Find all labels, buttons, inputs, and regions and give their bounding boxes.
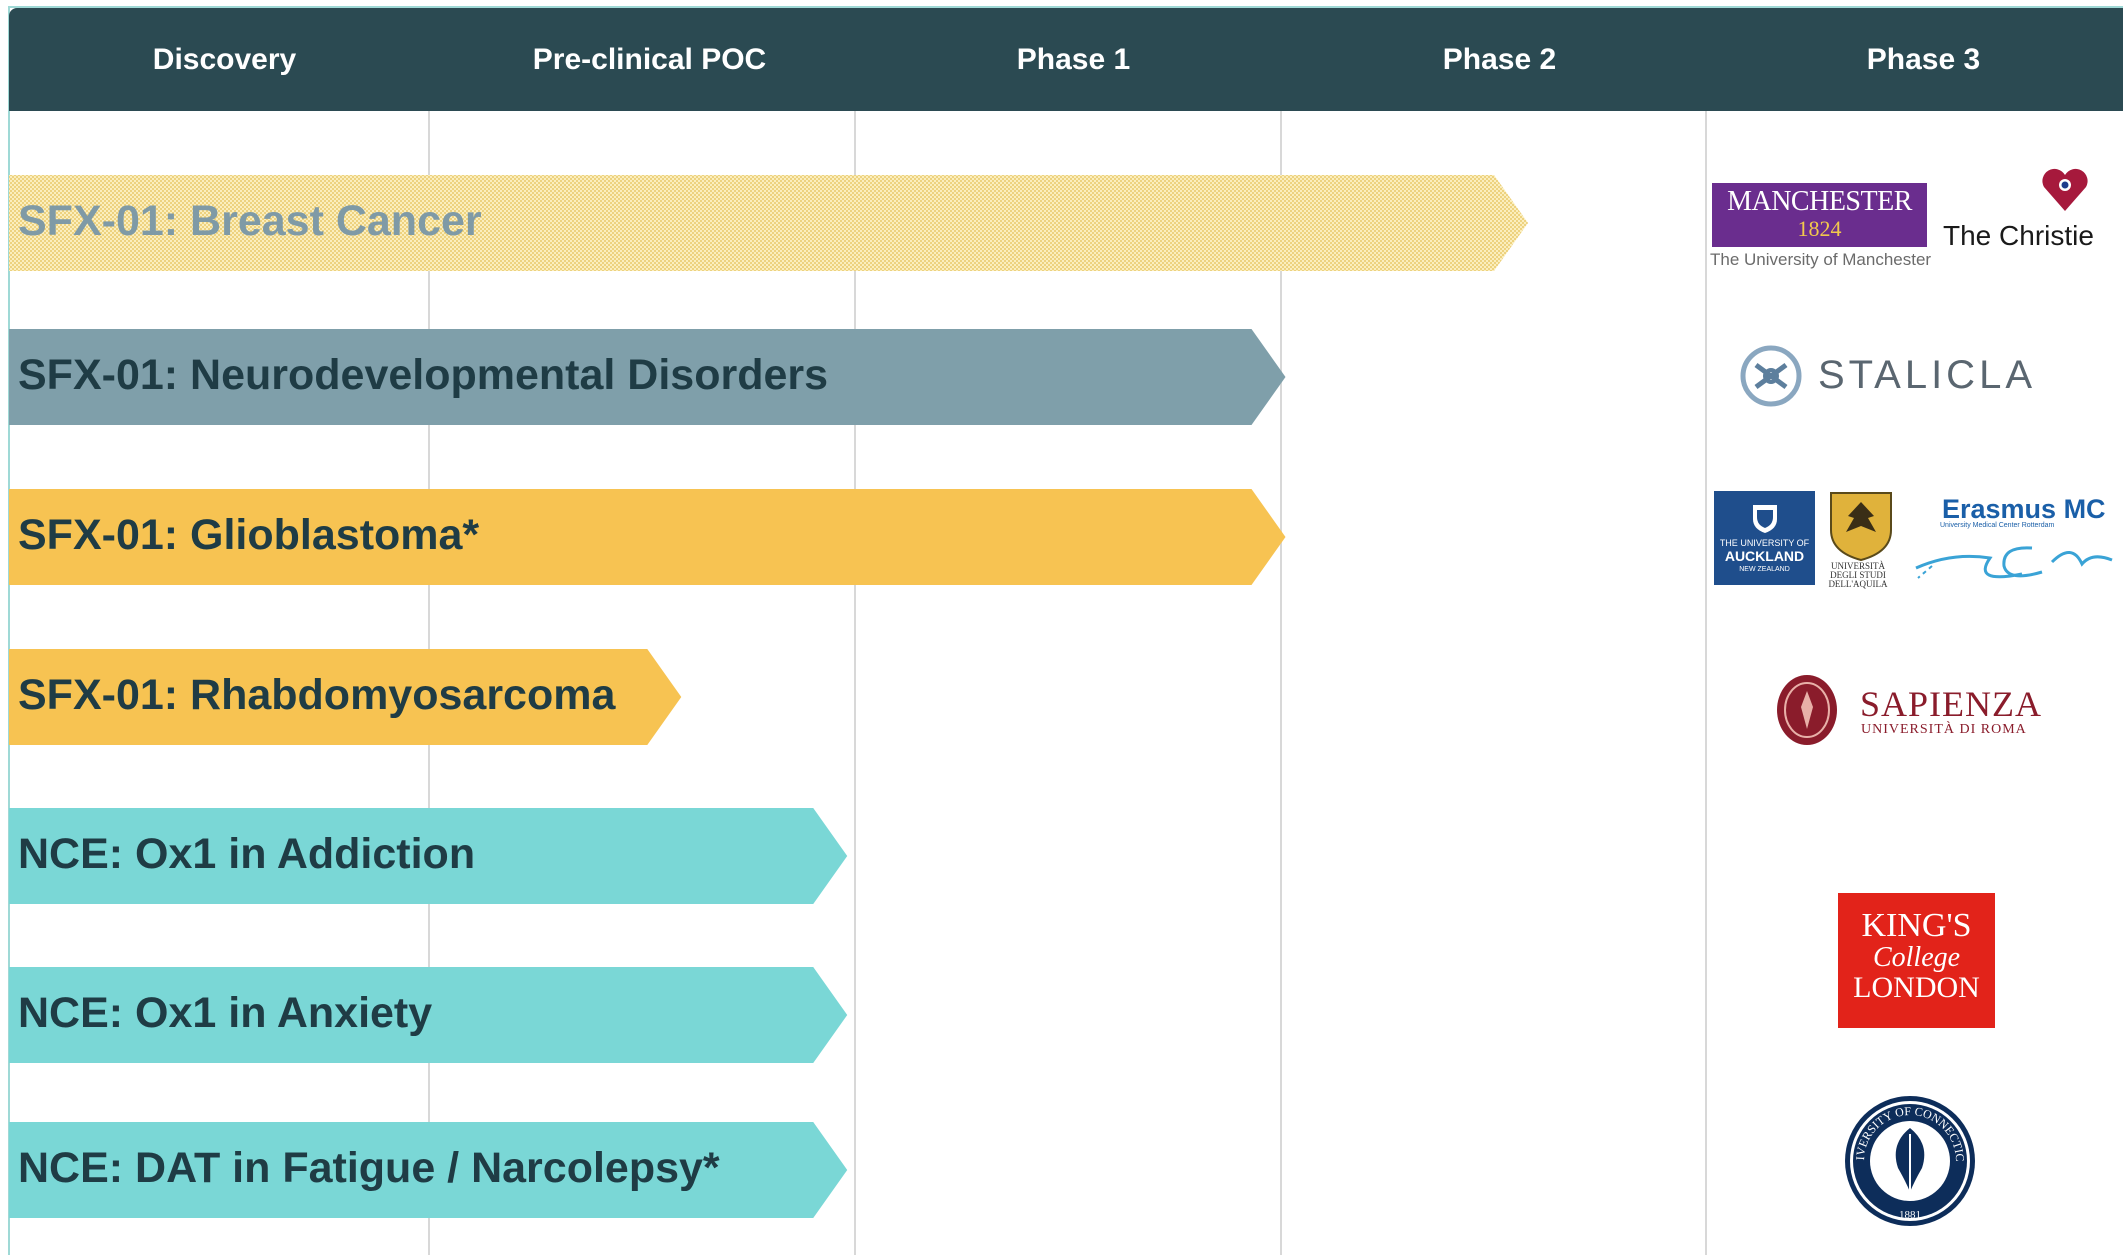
program-bar bbox=[9, 808, 848, 904]
program-bar bbox=[9, 1122, 848, 1218]
stalicla-logo: STALICLA bbox=[1818, 353, 2036, 397]
sapienza-logo: SAPIENZA bbox=[1860, 684, 2043, 724]
program-label: NCE: Ox1 in Anxiety bbox=[18, 989, 433, 1037]
erasmus-logo: Erasmus MC bbox=[1942, 494, 2106, 524]
kings-line2: College bbox=[1872, 942, 1961, 973]
program-bar bbox=[9, 489, 1286, 585]
auckland-crest-icon bbox=[1752, 505, 1777, 533]
manchester-subtitle: The University of Manchester bbox=[1710, 250, 1932, 269]
program-bar bbox=[9, 649, 682, 745]
manchester-name: MANCHESTER bbox=[1727, 186, 1912, 217]
program-bar bbox=[9, 329, 1286, 425]
program-bar bbox=[9, 967, 848, 1063]
aquila-crest-icon bbox=[1830, 492, 1892, 562]
phase-2: Phase 2 bbox=[1442, 43, 1557, 76]
phase-1: Phase 1 bbox=[1016, 43, 1131, 76]
auckland-name: AUCKLAND bbox=[1724, 548, 1805, 564]
auckland-small: THE UNIVERSITY OF bbox=[1719, 538, 1810, 548]
phase-3: Phase 3 bbox=[1866, 43, 1981, 76]
uconn-seal-icon: UNIVERSITY OF CONNECTICUT 1881 bbox=[1842, 1094, 1975, 1226]
phase-header: Discovery Pre-clinical POC Phase 1 Phase… bbox=[9, 8, 2123, 111]
aquila-name: UNIVERSITÀ DEGLI STUDI DELL'AQUILA bbox=[1828, 561, 1888, 589]
program-bar bbox=[9, 175, 1529, 271]
christie-heart-icon bbox=[2042, 168, 2088, 211]
christie-logo: The Christie bbox=[1943, 220, 2094, 251]
manchester-logo: MANCHESTER 1824 bbox=[1712, 183, 1927, 247]
uconn-year: 1881 bbox=[1899, 1209, 1921, 1221]
program-label: SFX-01: Rhabdomyosarcoma bbox=[18, 671, 616, 719]
sapienza-seal-icon bbox=[1777, 675, 1837, 745]
stalicla-icon bbox=[1740, 345, 1802, 407]
program-label: NCE: Ox1 in Addiction bbox=[18, 830, 476, 878]
program-label: SFX-01: Glioblastoma* bbox=[18, 511, 480, 559]
grid-line bbox=[854, 111, 856, 1255]
erasmus-subtitle: University Medical Center Rotterdam bbox=[1940, 522, 2055, 529]
program-label: NCE: DAT in Fatigue / Narcolepsy* bbox=[18, 1144, 720, 1192]
auckland-logo: THE UNIVERSITY OF AUCKLAND NEW ZEALAND bbox=[1714, 491, 1815, 585]
program-label: SFX-01: Breast Cancer bbox=[18, 197, 482, 245]
kings-line3: LONDON bbox=[1853, 971, 1980, 1004]
erasmus-signature-icon bbox=[1915, 546, 2113, 579]
manchester-year: 1824 bbox=[1797, 216, 1842, 241]
grid-line bbox=[1705, 111, 1707, 1255]
sapienza-subtitle: UNIVERSITÀ DI ROMA bbox=[1861, 722, 2027, 737]
kings-college-logo: KING'S College LONDON bbox=[1838, 893, 1995, 1028]
chart-frame bbox=[8, 6, 2123, 1255]
program-label: SFX-01: Neurodevelopmental Disorders bbox=[18, 351, 829, 399]
phase-discovery: Discovery bbox=[152, 43, 297, 76]
kings-line1: KING'S bbox=[1861, 907, 1972, 944]
auckland-country: NEW ZEALAND bbox=[1739, 566, 1790, 573]
phase-preclinical: Pre-clinical POC bbox=[532, 43, 767, 76]
grid-line bbox=[1280, 111, 1282, 1255]
